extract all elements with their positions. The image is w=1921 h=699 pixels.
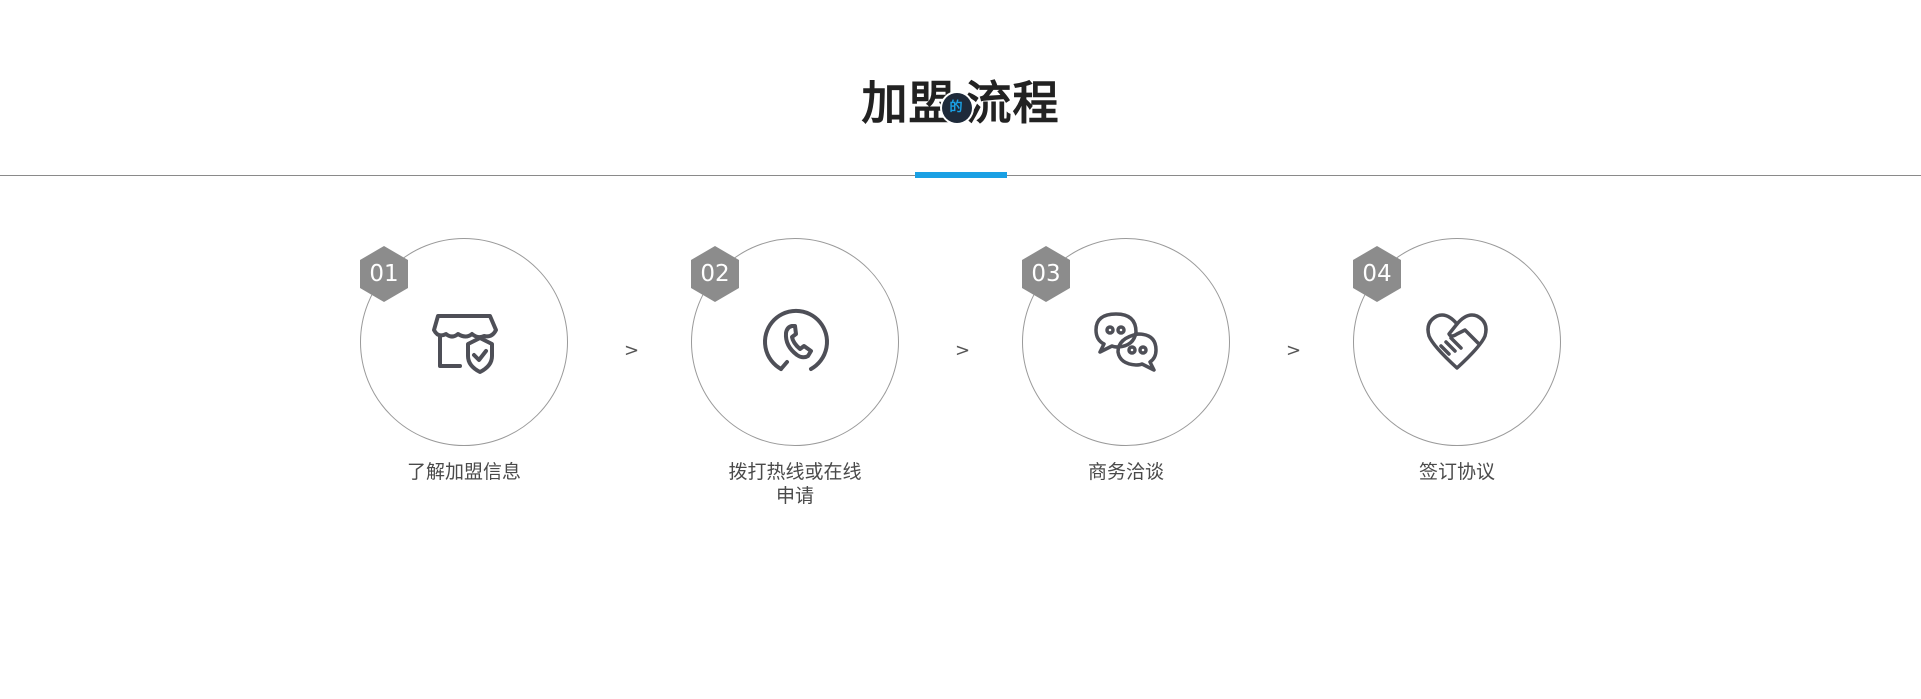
step-1: 01 了解加盟信息 [360,238,568,483]
section-header: 加盟 的 流程 [0,72,1921,134]
step-4: 04 签订协议 [1353,238,1561,483]
step-3: 03 商务洽谈 [1022,238,1230,483]
step-label-line: 了解加盟信息 [406,461,521,483]
step-label: 商务洽谈 [1002,460,1250,484]
step-label-line: 签订协议 [1418,461,1495,483]
phone-icon [763,308,829,371]
step-label: 拨打热线或在线 申请 [671,460,919,508]
chat-bubbles-icon [1094,312,1158,372]
step-separator: > [624,340,640,361]
title-part-1: 加盟 [861,76,956,130]
page-title: 加盟 的 流程 [862,72,1060,134]
step-label-line: 申请 [775,485,814,507]
step-separator: > [1286,340,1302,361]
divider-accent [915,172,1007,178]
step-2: 02 拨打热线或在线 申请 [691,238,899,507]
store-shield-icon [432,314,498,374]
step-label-line: 商务洽谈 [1087,461,1164,483]
title-part-2: 流程 [965,76,1060,130]
step-label-line: 拨打热线或在线 [728,461,862,483]
step-separator: > [955,340,971,361]
handshake-icon [1426,313,1488,370]
step-label: 了解加盟信息 [340,460,588,484]
step-label: 签订协议 [1333,460,1581,484]
title-badge: 的 [941,93,972,123]
